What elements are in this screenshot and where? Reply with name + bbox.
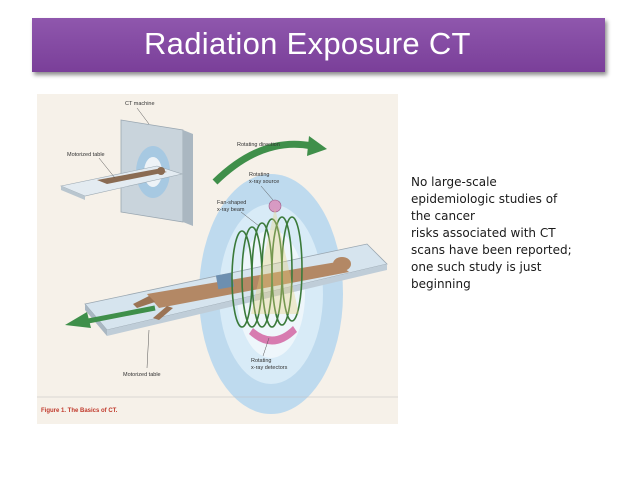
body-line: beginning <box>411 277 471 291</box>
ct-diagram-figure: CT machine Motorized table Rotating dire… <box>37 94 398 424</box>
table-motion-arrow <box>65 305 156 328</box>
body-line: scans have been reported; <box>411 243 572 257</box>
body-text: No large-scale epidemiologic studies of … <box>411 174 601 293</box>
ct-machine-inset <box>59 119 193 226</box>
body-line: No large-scale <box>411 175 497 189</box>
body-line: one such study is just <box>411 260 542 274</box>
label-motorized-table-top: Motorized table <box>67 152 105 158</box>
figure-caption: Figure 1. The Basics of CT. <box>41 408 118 414</box>
label-fan-beam-1: Fan-shaped <box>217 200 246 206</box>
title-banner: Radiation Exposure CT <box>32 18 605 72</box>
xray-detectors <box>249 326 297 345</box>
body-line: epidemiologic studies of <box>411 192 558 206</box>
label-detectors-1: Rotating <box>251 358 272 364</box>
body-line: the cancer <box>411 209 475 223</box>
body-line: risks associated with CT <box>411 226 556 240</box>
label-fan-beam-2: x-ray beam <box>217 207 245 213</box>
xray-source <box>268 199 282 213</box>
fan-beam <box>251 208 299 314</box>
label-xray-source-1: Rotating <box>249 172 270 178</box>
label-detectors-2: x-ray detectors <box>251 365 288 371</box>
label-ct-machine: CT machine <box>125 101 155 107</box>
label-xray-source-2: x-ray source <box>249 179 279 185</box>
rotating-direction-arrow <box>212 136 327 185</box>
patient-body <box>133 257 351 320</box>
label-rotating-direction: Rotating direction <box>237 142 280 148</box>
rotating-coils <box>231 216 303 328</box>
label-motorized-table-bottom: Motorized table <box>123 372 161 378</box>
ct-diagram: CT machine Motorized table Rotating dire… <box>37 101 398 414</box>
slide-title: Radiation Exposure CT <box>144 26 471 61</box>
